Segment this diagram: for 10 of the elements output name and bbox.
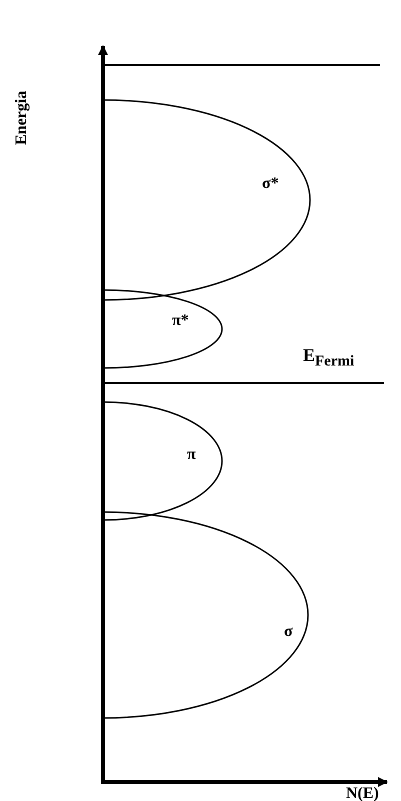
fermi-level-label: E$_{Fermi}$	[303, 346, 354, 370]
band-lobe	[103, 512, 308, 718]
band-label: π	[187, 447, 196, 463]
band-lobe	[103, 100, 310, 300]
band-label: σ	[284, 624, 293, 640]
band-lobe	[103, 290, 222, 368]
band-label: π*	[172, 313, 189, 329]
band-lobe	[103, 402, 222, 520]
band-label: σ*	[262, 176, 279, 192]
axis-title: Energia	[14, 90, 30, 145]
